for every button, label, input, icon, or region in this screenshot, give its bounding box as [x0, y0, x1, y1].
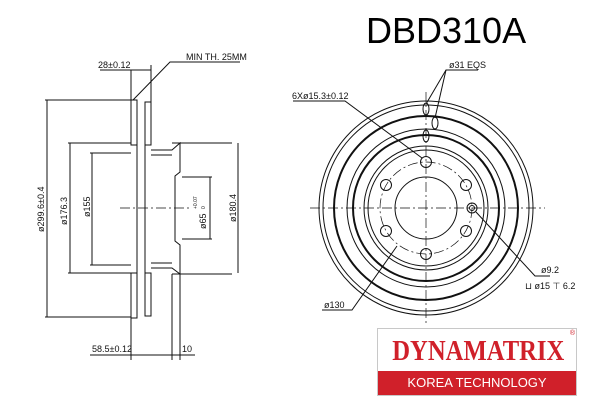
registered-mark: ®: [569, 330, 575, 337]
diameter-155-label: ø155: [82, 196, 92, 217]
center-bore-tolerance: +0.07: [193, 196, 199, 209]
small-hole-label: ø9.2: [541, 265, 559, 275]
center-bore-label: ø65: [198, 213, 208, 229]
brand-name: DYNAMATRIX: [392, 335, 565, 367]
disc-face-right-bottom: [144, 272, 152, 317]
bolt-holes-label: 6Xø15.3±0.12: [292, 91, 348, 101]
counterbore-label: ⊔ ø15 ⊤ 6.2: [525, 281, 575, 291]
side-view: 28±0.12 MIN TH. 25MM ø299.6±0.4 ø176.3 ø…: [36, 52, 247, 360]
center-bore-tolerance-lower: 0: [201, 206, 207, 209]
thickness-label: 28±0.12: [98, 60, 130, 70]
part-number-title: DBD310A: [366, 10, 527, 51]
brand-tagline: KOREA TECHNOLOGY: [378, 371, 576, 395]
outer-diameter-label: ø299.6±0.4: [36, 187, 46, 232]
min-thickness-label: MIN TH. 25MM: [186, 52, 247, 62]
bolt-holes: [380, 156, 478, 260]
disc-face-right-top: [144, 101, 152, 146]
disc-face-left-bottom: [130, 272, 138, 319]
vent-label: ø31 EQS: [449, 60, 486, 70]
diameter-176-label: ø176.3: [59, 197, 69, 225]
offset-label: 58.5±0.12: [92, 344, 132, 354]
hub-diameter-label: ø180.4: [228, 194, 238, 222]
disc-face-left-top: [130, 99, 138, 146]
pcd-label: ø130: [324, 300, 345, 310]
front-view: ø31 EQS 6Xø15.3±0.12 ø130 ø9.2 ⊔ ø15 ⊤ 6…: [292, 60, 575, 325]
brand-logo: DYNAMATRIX ® KOREA TECHNOLOGY: [377, 328, 577, 396]
hub-thickness-label: 10: [182, 344, 192, 354]
